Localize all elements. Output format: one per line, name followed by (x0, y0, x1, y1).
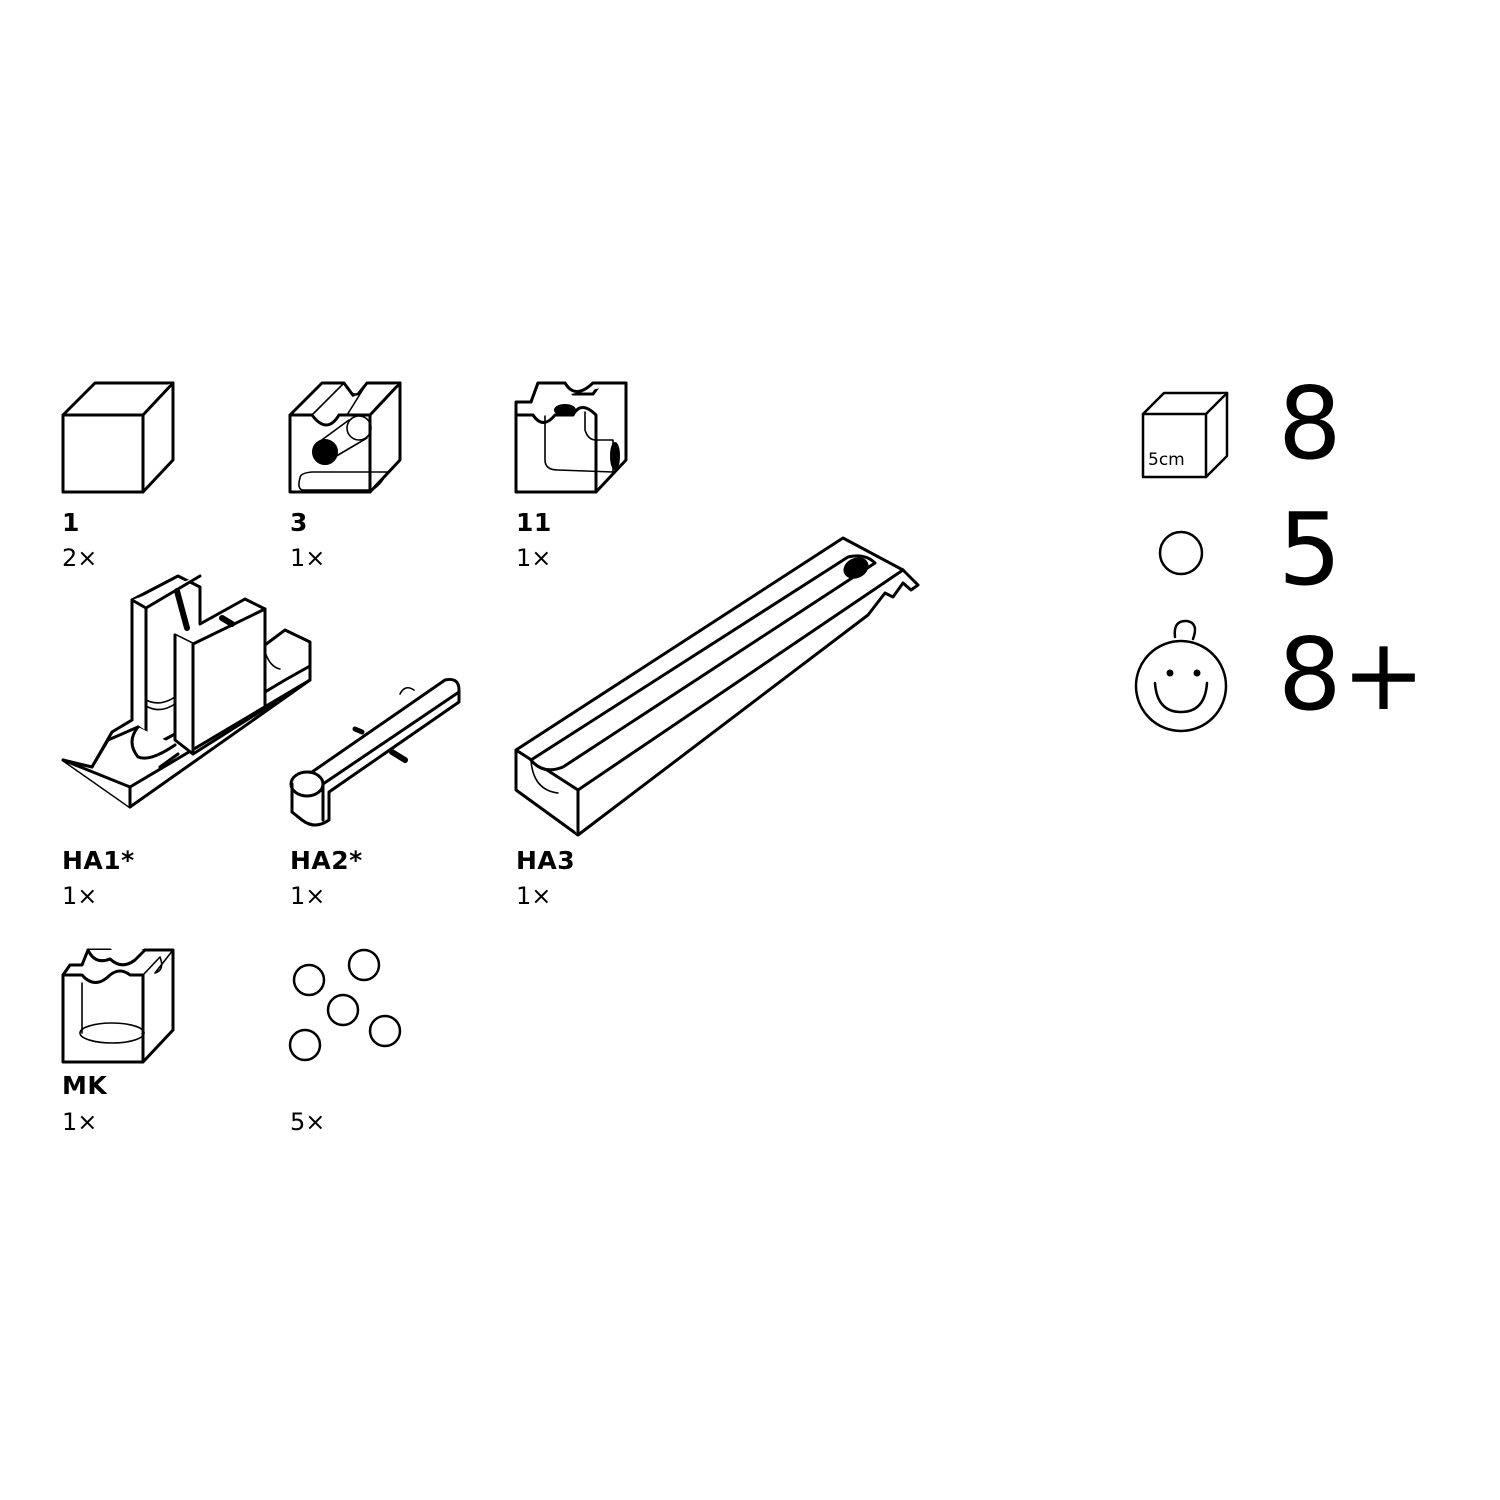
part-1 (60, 380, 180, 500)
part-code: HA3 (516, 846, 576, 875)
part-marbles (285, 945, 415, 1065)
cube-count: 8 (1278, 365, 1342, 482)
ramp-tower-icon (61, 574, 312, 809)
part-code: MK (62, 1071, 108, 1100)
part-quantity: 1× (516, 544, 552, 572)
cube-5cm-icon (1141, 391, 1229, 479)
part-quantity: 1× (62, 1108, 98, 1136)
part-3 (287, 380, 407, 500)
part-ha2 (287, 672, 467, 842)
summary-marbles (1158, 530, 1208, 580)
part-quantity: 2× (62, 544, 98, 572)
part-mk (60, 945, 180, 1065)
cube-diagonal-tube-icon (288, 381, 402, 494)
marbles-icon (288, 948, 402, 1062)
long-channel-rail-icon (514, 536, 920, 837)
part-code: HA2* (290, 846, 363, 875)
summary-cubes: 5cm (1140, 390, 1235, 482)
cube-vertical-shaft-icon (61, 948, 175, 1064)
summary-age (1134, 615, 1235, 735)
marble-icon (1158, 530, 1204, 576)
part-quantity: 1× (290, 882, 326, 910)
cube-size-label: 5cm (1148, 450, 1185, 470)
part-quantity: 1× (62, 882, 98, 910)
part-code: 1 (62, 508, 80, 537)
part-quantity: 1× (516, 882, 552, 910)
part-code: 3 (290, 508, 308, 537)
part-quantity: 5× (290, 1108, 326, 1136)
marble-count: 5 (1278, 491, 1342, 608)
part-11 (513, 380, 633, 500)
part-ha1 (60, 562, 320, 812)
plain-cube-icon (61, 381, 175, 494)
cube-curve-tunnel-icon (514, 381, 628, 494)
child-face-icon (1134, 619, 1228, 733)
part-quantity: 1× (290, 544, 326, 572)
part-ha3 (513, 535, 923, 837)
part-code: HA1* (62, 846, 135, 875)
part-code: 11 (516, 508, 552, 537)
age-recommendation: 8+ (1278, 616, 1426, 733)
lever-arm-icon (289, 678, 461, 827)
